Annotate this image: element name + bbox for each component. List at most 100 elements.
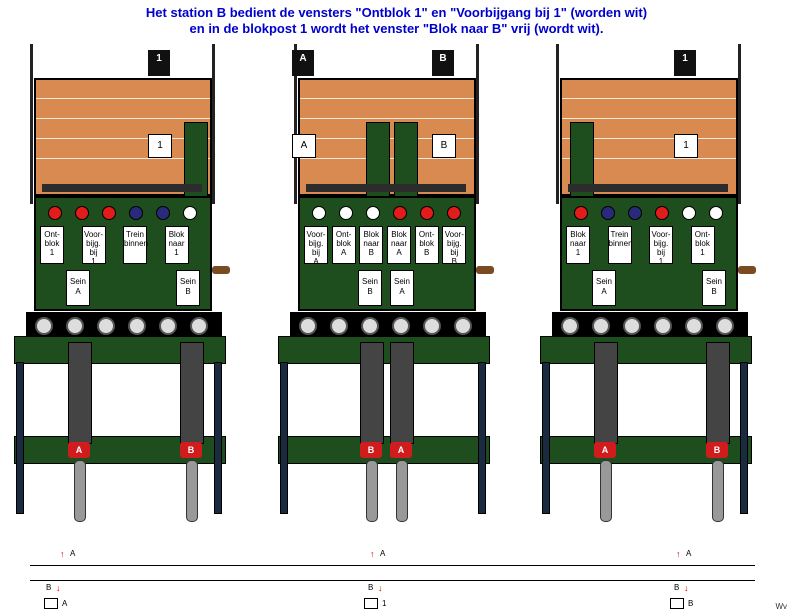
window-text: B <box>368 248 374 257</box>
disk-6 <box>454 317 472 335</box>
window-text: blok <box>419 239 434 248</box>
disk-4 <box>392 317 410 335</box>
disk-1 <box>299 317 317 335</box>
window-text: bij <box>656 248 665 257</box>
signal-arrow: ↓ <box>56 583 61 593</box>
shelf <box>568 184 728 192</box>
hanging-sign-A: A <box>292 134 316 158</box>
disk-6 <box>716 317 734 335</box>
upper-frame <box>278 336 490 364</box>
window-text: binnen <box>608 239 633 248</box>
lever-knob-B: B <box>706 442 728 458</box>
sein-text: Sein <box>393 277 410 286</box>
indicator-lamp <box>655 206 669 220</box>
sein-text: A <box>601 287 607 296</box>
window-text: blok <box>695 239 710 248</box>
sein-text: Sein <box>179 277 196 286</box>
disk-rail <box>290 312 486 340</box>
sein-text: Sein <box>595 277 612 286</box>
top-signal-1: 1 <box>674 50 696 76</box>
indicator-lamp <box>574 206 588 220</box>
lever <box>68 342 92 444</box>
leg <box>740 362 748 514</box>
window-text: Trein <box>126 230 144 239</box>
lever <box>390 342 414 444</box>
window-text: bij <box>450 248 459 257</box>
roof-plank <box>300 118 474 119</box>
track-label: B <box>368 583 374 592</box>
disk-6 <box>190 317 208 335</box>
disk-3 <box>361 317 379 335</box>
post-label: 1 <box>382 599 387 608</box>
signal-arrow: ↑ <box>676 549 681 559</box>
leg <box>214 362 222 514</box>
leg <box>16 362 24 514</box>
disk-5 <box>685 317 703 335</box>
disk-1 <box>561 317 579 335</box>
disk-5 <box>423 317 441 335</box>
disk-2 <box>592 317 610 335</box>
disk-2 <box>66 317 84 335</box>
indicator-lamp <box>183 206 197 220</box>
indicator-lamp <box>312 206 326 220</box>
window-text: 1 <box>700 248 705 257</box>
lever <box>180 342 204 444</box>
title-line-1: Het station B bedient de vensters "Ontbl… <box>145 5 648 20</box>
disk-4 <box>654 317 672 335</box>
window-text: Trein <box>610 230 629 239</box>
indicator-lamp <box>447 206 461 220</box>
window-text: bij <box>311 248 320 257</box>
indicator-lamp <box>628 206 642 220</box>
lever-knob-A: A <box>68 442 90 458</box>
window-text: Blok <box>391 230 407 239</box>
pole <box>212 44 215 204</box>
window-text: naar <box>168 239 185 248</box>
window-text: B <box>423 248 430 257</box>
indicator-lamp <box>682 206 696 220</box>
disk-2 <box>330 317 348 335</box>
leg <box>478 362 486 514</box>
lever <box>706 342 730 444</box>
roof-plank <box>562 98 736 99</box>
sein-text: B <box>185 287 191 296</box>
roof-plank <box>300 98 474 99</box>
track-label: B <box>46 583 52 592</box>
indicator-lamp <box>102 206 116 220</box>
window-text: Voor- <box>651 230 671 239</box>
window-text: 1 <box>658 257 664 266</box>
title-line-2: en in de blokpost 1 wordt het venster "B… <box>189 21 604 36</box>
lever-knob-B: B <box>180 442 202 458</box>
window-text: bijg. <box>446 239 462 248</box>
track-label: A <box>70 549 76 558</box>
indicator-lamp <box>339 206 353 220</box>
housing-roof <box>34 78 212 196</box>
window-text: blok <box>44 239 60 248</box>
indicator-lamp <box>420 206 434 220</box>
disk-3 <box>623 317 641 335</box>
window-text: binnen <box>124 239 149 248</box>
disk-1 <box>35 317 53 335</box>
crank-handle <box>476 266 494 274</box>
lever-handle <box>74 460 86 522</box>
pole <box>294 44 297 204</box>
window-text: A <box>313 257 319 266</box>
post-label: B <box>688 599 694 608</box>
roof-plank <box>562 118 736 119</box>
roof-plank <box>562 158 736 159</box>
disk-5 <box>159 317 177 335</box>
lever-handle <box>186 460 198 522</box>
sein-text: Sein <box>69 277 86 286</box>
track-label: B <box>674 583 680 592</box>
